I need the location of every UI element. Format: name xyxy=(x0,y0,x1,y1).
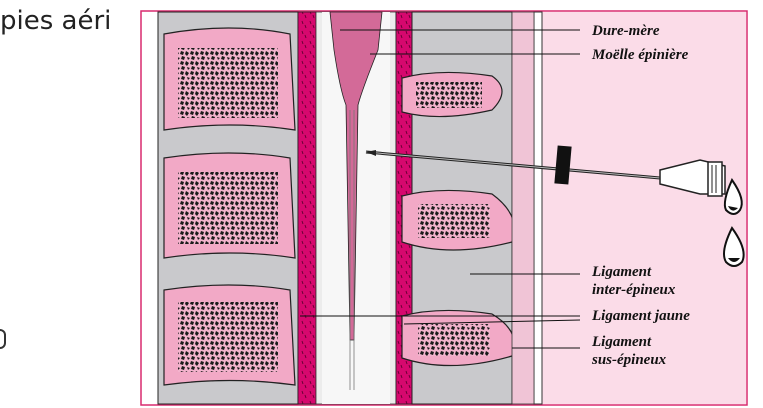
label-spinal-cord: Moëlle épinière xyxy=(591,47,689,63)
bone-marrow xyxy=(178,302,278,372)
label-dura: Dure-mère xyxy=(591,23,660,39)
bone-marrow xyxy=(178,172,278,244)
slide-title: pies aéri xyxy=(0,6,150,36)
bone-marrow xyxy=(418,324,490,356)
supraspinous-band xyxy=(512,12,534,404)
label-interspinous-2: inter-épineux xyxy=(592,282,676,298)
partial-bracket xyxy=(0,329,6,349)
bone-marrow xyxy=(418,204,490,238)
bone-marrow xyxy=(178,48,278,118)
ligament-posterior xyxy=(298,12,316,404)
label-flavum: Ligament jaune xyxy=(591,308,690,324)
label-interspinous-1: Ligament xyxy=(591,264,652,280)
label-supraspinous-1: Ligament xyxy=(591,334,652,350)
bone-marrow xyxy=(416,82,482,108)
lumbar-puncture-diagram: Dure-mère Moëlle épinière Ligament inter… xyxy=(140,10,750,408)
skin-layer xyxy=(534,12,542,404)
label-supraspinous-2: sus-épineux xyxy=(591,352,667,368)
